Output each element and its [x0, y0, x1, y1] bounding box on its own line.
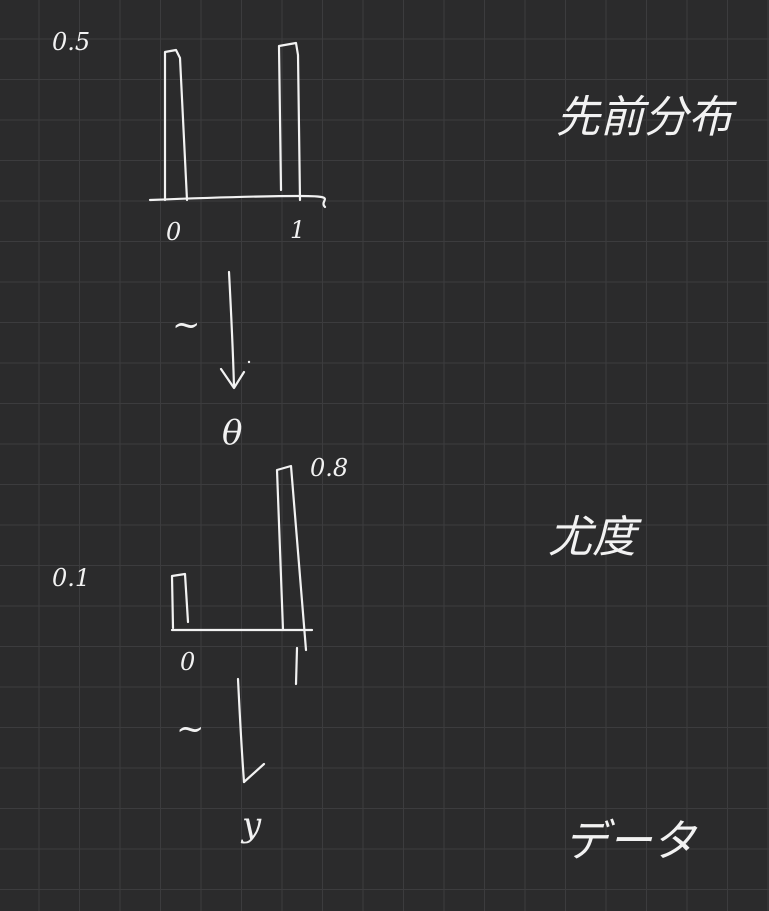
likelihood-right-value-label: 0.8 — [310, 454, 349, 482]
prior-top-value-label: 0.5 — [52, 28, 91, 56]
prior-chart — [148, 41, 327, 209]
arrow-1 — [219, 270, 251, 390]
arrow-1-head — [219, 367, 246, 390]
likelihood-left-value-label: 0.1 — [52, 564, 91, 592]
arrow-2-tilde: ~ — [176, 709, 205, 749]
arrow-2-shaft — [236, 677, 246, 784]
prior-x-tick-0: 0 — [166, 218, 182, 246]
theta-symbol: θ — [222, 413, 243, 453]
prior-bar-1 — [277, 41, 302, 202]
prior-x-tick-1: 1 — [290, 216, 306, 244]
likelihood-note: 尤度 — [548, 512, 636, 563]
prior-x-axis — [148, 194, 327, 209]
likelihood-bar-1 — [275, 464, 308, 652]
arrow-2-head — [242, 762, 266, 784]
arrow-1-shaft — [227, 270, 236, 389]
likelihood-chart — [170, 464, 314, 686]
likelihood-bar-0 — [170, 572, 190, 630]
prior-note: 先前分布 — [556, 92, 732, 143]
arrow-2 — [236, 677, 266, 784]
prior-bar-0 — [163, 48, 189, 202]
likelihood-x-tick-0: 0 — [180, 648, 196, 676]
data-note: データ — [564, 816, 696, 867]
y-symbol: y — [242, 805, 262, 845]
arrow-1-dot — [247, 360, 251, 364]
likelihood-tick-1 — [294, 646, 299, 686]
arrow-1-tilde: ~ — [172, 305, 201, 345]
